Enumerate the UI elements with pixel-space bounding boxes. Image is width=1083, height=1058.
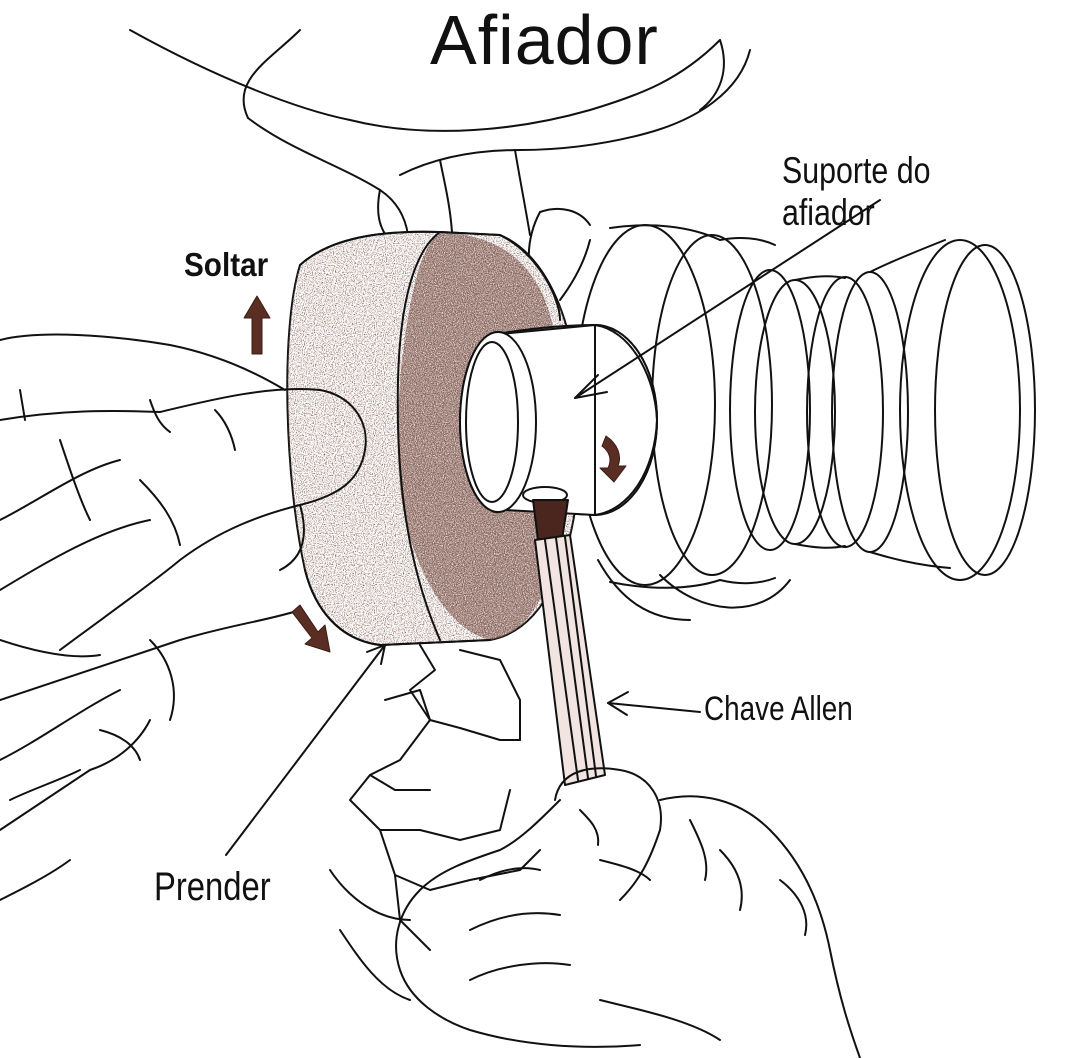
soltar-arrow-icon: [244, 296, 270, 354]
label-soltar: Soltar: [184, 246, 268, 284]
right-hand: [396, 768, 860, 1058]
gear: [330, 645, 540, 1000]
allen-key: [533, 500, 605, 785]
diagram-title: Afiador: [430, 0, 659, 80]
support-hub-front: [460, 325, 657, 515]
label-suporte-do-afiador: Suporte do afiador: [782, 150, 1029, 234]
label-prender: Prender: [154, 865, 271, 910]
label-chave-allen: Chave Allen: [704, 690, 853, 729]
prender-leader: [226, 645, 385, 855]
